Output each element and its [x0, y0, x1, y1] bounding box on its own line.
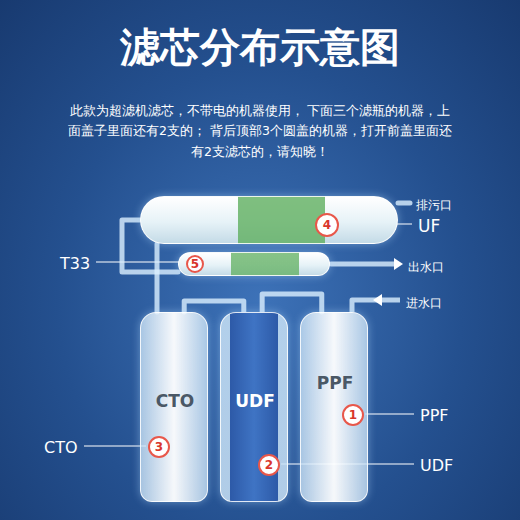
callout-number: 5 — [186, 255, 204, 273]
outlet-pipe — [331, 262, 396, 267]
drain-pipe — [398, 201, 410, 206]
part-name: PPF — [420, 406, 449, 425]
t33-cartridge: 5 — [178, 252, 330, 276]
port-label: 出水口 — [408, 260, 444, 274]
water-pipe — [184, 301, 244, 312]
filter-bottle: PPF 1 — [300, 312, 368, 502]
part-name: CTO — [44, 438, 78, 457]
leader-line — [96, 261, 184, 262]
cartridge-name: CTO — [156, 391, 195, 411]
inlet-arrow — [373, 294, 382, 306]
title: 滤芯分布示意图 — [120, 24, 400, 70]
outlet-arrow — [394, 258, 403, 270]
callout-number: 3 — [148, 436, 170, 458]
leader-line — [365, 413, 414, 414]
uf-cartridge: 4 — [140, 196, 398, 244]
cartridge-name: PPF — [317, 373, 354, 393]
filter-bottle: UDF 2 — [220, 312, 288, 502]
part-name: UF — [418, 216, 440, 236]
part-name: T33 — [60, 254, 90, 273]
callout-number: 4 — [315, 213, 339, 237]
callout-number: 1 — [342, 404, 364, 426]
water-pipe — [262, 294, 322, 312]
filter-bottle: CTO 3 — [140, 312, 208, 502]
cartridge-name: UDF — [235, 391, 275, 411]
part-name: UDF — [420, 456, 453, 475]
callout-number: 2 — [258, 454, 280, 476]
water-pipe — [155, 244, 160, 312]
note-text: 此款为超滤机滤芯，不带电的机器使用， 下面三个滤瓶的机器，上面盖子里面还有2支的… — [68, 103, 452, 159]
port-label: 进水口 — [406, 296, 442, 310]
leader-line — [84, 445, 146, 446]
port-label: 排污口 — [416, 198, 452, 212]
